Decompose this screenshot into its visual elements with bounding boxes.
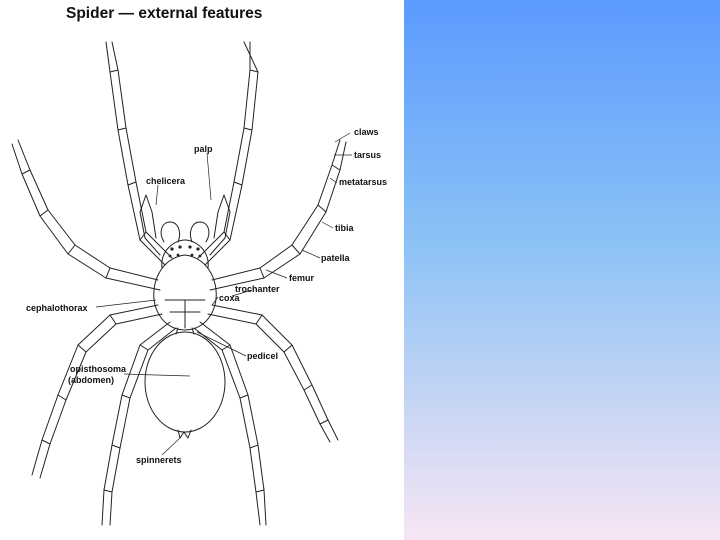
chelicera-left-shape	[161, 222, 179, 242]
label-patella: patella	[321, 253, 350, 263]
label-spinnerets: spinnerets	[136, 455, 182, 465]
leg-third-right	[208, 305, 338, 442]
label-chelicera: chelicera	[146, 176, 185, 186]
label-pedicel: pedicel	[247, 351, 278, 361]
leg-second-right	[210, 140, 346, 290]
label-femur: femur	[289, 273, 314, 283]
head-region-shape	[162, 240, 208, 268]
spider-diagram-figure: Spider — external features	[0, 0, 404, 540]
decorative-gradient-panel	[404, 0, 720, 540]
label-tibia: tibia	[335, 223, 354, 233]
label-abdomen: (abdomen)	[68, 375, 114, 385]
label-cephalothorax: cephalothorax	[26, 303, 88, 313]
label-coxa: coxa	[219, 293, 240, 303]
carapace-groove	[165, 300, 205, 328]
label-palp: palp	[194, 144, 213, 154]
label-trochanter: trochanter	[235, 284, 280, 294]
leg-front-left	[106, 42, 172, 265]
label-claws: claws	[354, 127, 379, 137]
palp-left-shape	[140, 195, 160, 255]
abdomen-shape	[145, 332, 225, 432]
leg-rear-left	[102, 322, 176, 525]
leg-third-left	[32, 305, 162, 478]
palp-right-shape	[210, 195, 230, 255]
chelicera-right-shape	[190, 222, 208, 242]
eyes	[169, 245, 202, 257]
label-opisthosoma: opisthosoma	[70, 364, 126, 374]
spider-drawing	[0, 0, 404, 540]
leg-second-left	[12, 140, 160, 290]
label-tarsus: tarsus	[354, 150, 381, 160]
label-metatarsus: metatarsus	[339, 177, 387, 187]
